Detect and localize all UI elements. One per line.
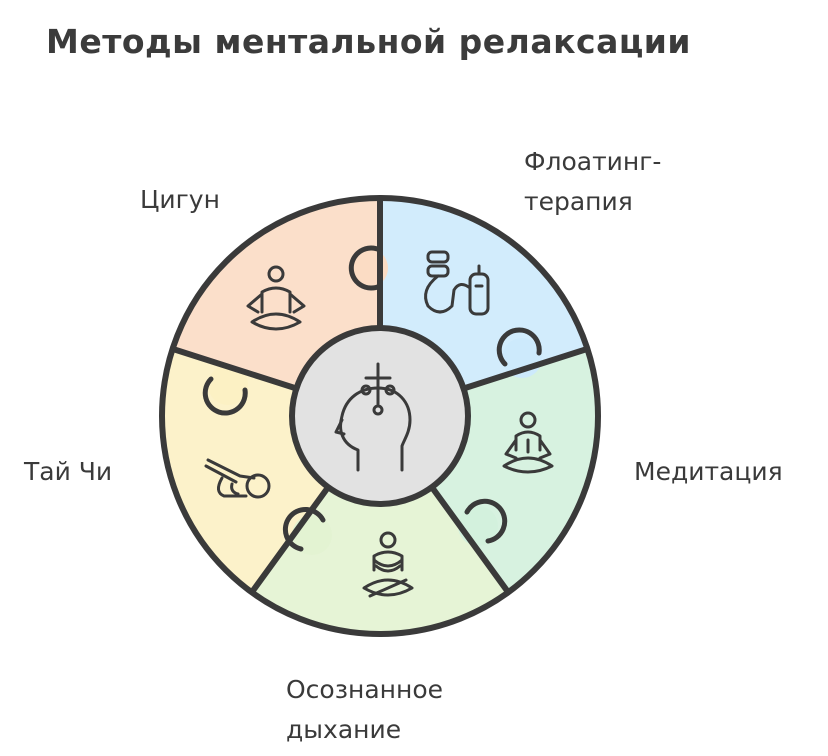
segment-breathing xyxy=(252,416,508,634)
meditating-person-icon xyxy=(502,411,554,474)
diagram-title: Методы ментальной релаксации xyxy=(46,22,692,61)
head-brain-icon xyxy=(334,362,412,472)
label-meditation: Медитация xyxy=(634,457,783,486)
label-floating: Флоатинг- терапия xyxy=(524,147,662,216)
label-breathing: Осознанное дыхание xyxy=(286,675,444,744)
puzzle-tab-taichi xyxy=(208,365,248,405)
center-hub xyxy=(289,325,471,507)
breathing-person-icon xyxy=(362,531,414,598)
tai-chi-pose-icon xyxy=(204,458,271,499)
label-taichi: Тай Чи xyxy=(24,457,113,486)
label-qigong: Цигун xyxy=(140,185,220,214)
floating-tank-equipment-icon xyxy=(424,250,490,316)
puzzle-tab-outlines xyxy=(202,245,542,552)
outer-ring xyxy=(159,195,601,637)
seated-meditation-figure-icon xyxy=(246,265,306,331)
